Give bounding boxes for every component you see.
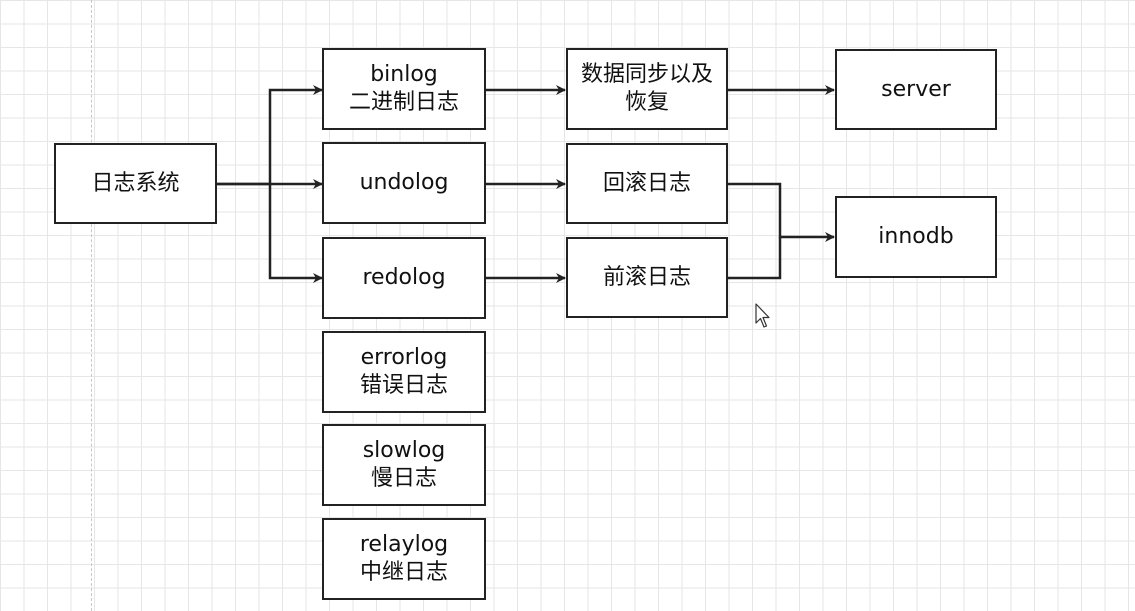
node-slowlog-line2: 慢日志 (370, 466, 437, 491)
node-rollforward-log-label: 前滚日志 (602, 264, 691, 290)
edge-rollback-to-innodb (727, 182, 835, 242)
node-errorlog-line2: 错误日志 (359, 373, 448, 398)
node-errorlog[interactable]: errorlog 错误日志 (322, 331, 486, 413)
node-innodb[interactable]: innodb (835, 196, 997, 278)
node-server[interactable]: server (835, 49, 997, 130)
node-data-sync-line1: 数据同步以及 (580, 62, 713, 87)
node-relaylog-line2: 中继日志 (359, 560, 448, 585)
node-slowlog[interactable]: slowlog 慢日志 (322, 424, 486, 506)
node-binlog[interactable]: binlog 二进制日志 (322, 48, 486, 130)
node-rollforward-log[interactable]: 前滚日志 (566, 237, 728, 318)
node-slowlog-line1: slowlog (362, 438, 446, 463)
edge-rollforward-to-innodb (727, 237, 782, 280)
node-undolog-label: undolog (359, 170, 449, 195)
node-redolog-label: redolog (362, 265, 446, 290)
node-log-system-label: 日志系统 (91, 170, 180, 196)
node-log-system[interactable]: 日志系统 (54, 143, 217, 224)
edge-root-to-binlog (216, 85, 323, 186)
edge-root-to-redolog (268, 184, 323, 283)
node-relaylog-line1: relaylog (359, 532, 449, 557)
node-rollback-log-label: 回滚日志 (602, 170, 691, 196)
node-binlog-line1: binlog (370, 62, 438, 87)
node-data-sync-line2: 恢复 (624, 90, 669, 115)
node-relaylog[interactable]: relaylog 中继日志 (322, 518, 486, 600)
node-innodb-label: innodb (878, 224, 954, 249)
node-undolog[interactable]: undolog (322, 142, 486, 224)
node-rollback-log[interactable]: 回滚日志 (566, 143, 728, 224)
mouse-cursor-icon (755, 303, 770, 328)
node-server-label: server (881, 76, 951, 102)
node-binlog-line2: 二进制日志 (348, 90, 459, 115)
node-data-sync[interactable]: 数据同步以及 恢复 (566, 48, 728, 130)
node-errorlog-line1: errorlog (360, 345, 448, 370)
node-redolog[interactable]: redolog (322, 237, 486, 319)
page-guide-line (91, 0, 92, 611)
